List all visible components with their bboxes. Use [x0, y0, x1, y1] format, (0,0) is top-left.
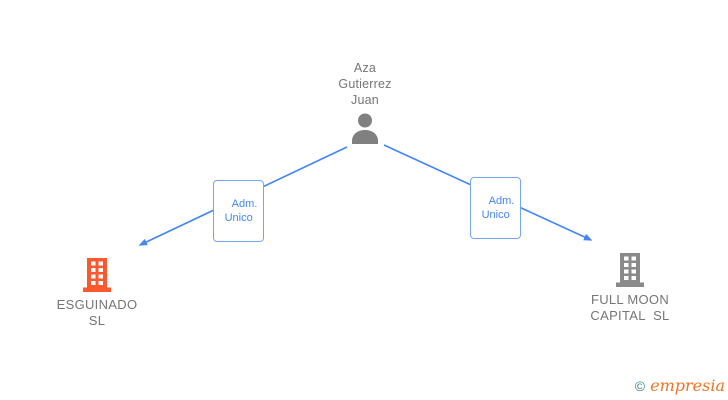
building-icon — [82, 258, 112, 292]
edge-label-adm-unico-right[interactable]: Adm. Unico — [470, 177, 522, 239]
person-icon — [350, 112, 380, 144]
person-name: Aza Gutierrez Juan — [338, 61, 392, 107]
edge-label-text: Adm. Unico — [224, 198, 258, 224]
edge-label-adm-unico-left[interactable]: Adm. Unico — [213, 180, 265, 242]
person-node[interactable]: Aza Gutierrez Juan — [295, 60, 435, 149]
company-name: FULL MOON CAPITAL SL — [590, 292, 670, 323]
company-node-full-moon-capital[interactable]: FULL MOON CAPITAL SL — [565, 253, 695, 324]
building-icon — [615, 253, 645, 287]
empresia-logo[interactable]: © empresia — [635, 376, 725, 395]
copyright-icon: © — [634, 378, 646, 394]
edge-label-text: Adm. Unico — [481, 195, 515, 221]
company-name: ESGUINADO SL — [56, 297, 138, 328]
company-node-esguinado[interactable]: ESGUINADO SL — [32, 258, 162, 329]
empresia-wordmark: empresia — [650, 376, 725, 395]
